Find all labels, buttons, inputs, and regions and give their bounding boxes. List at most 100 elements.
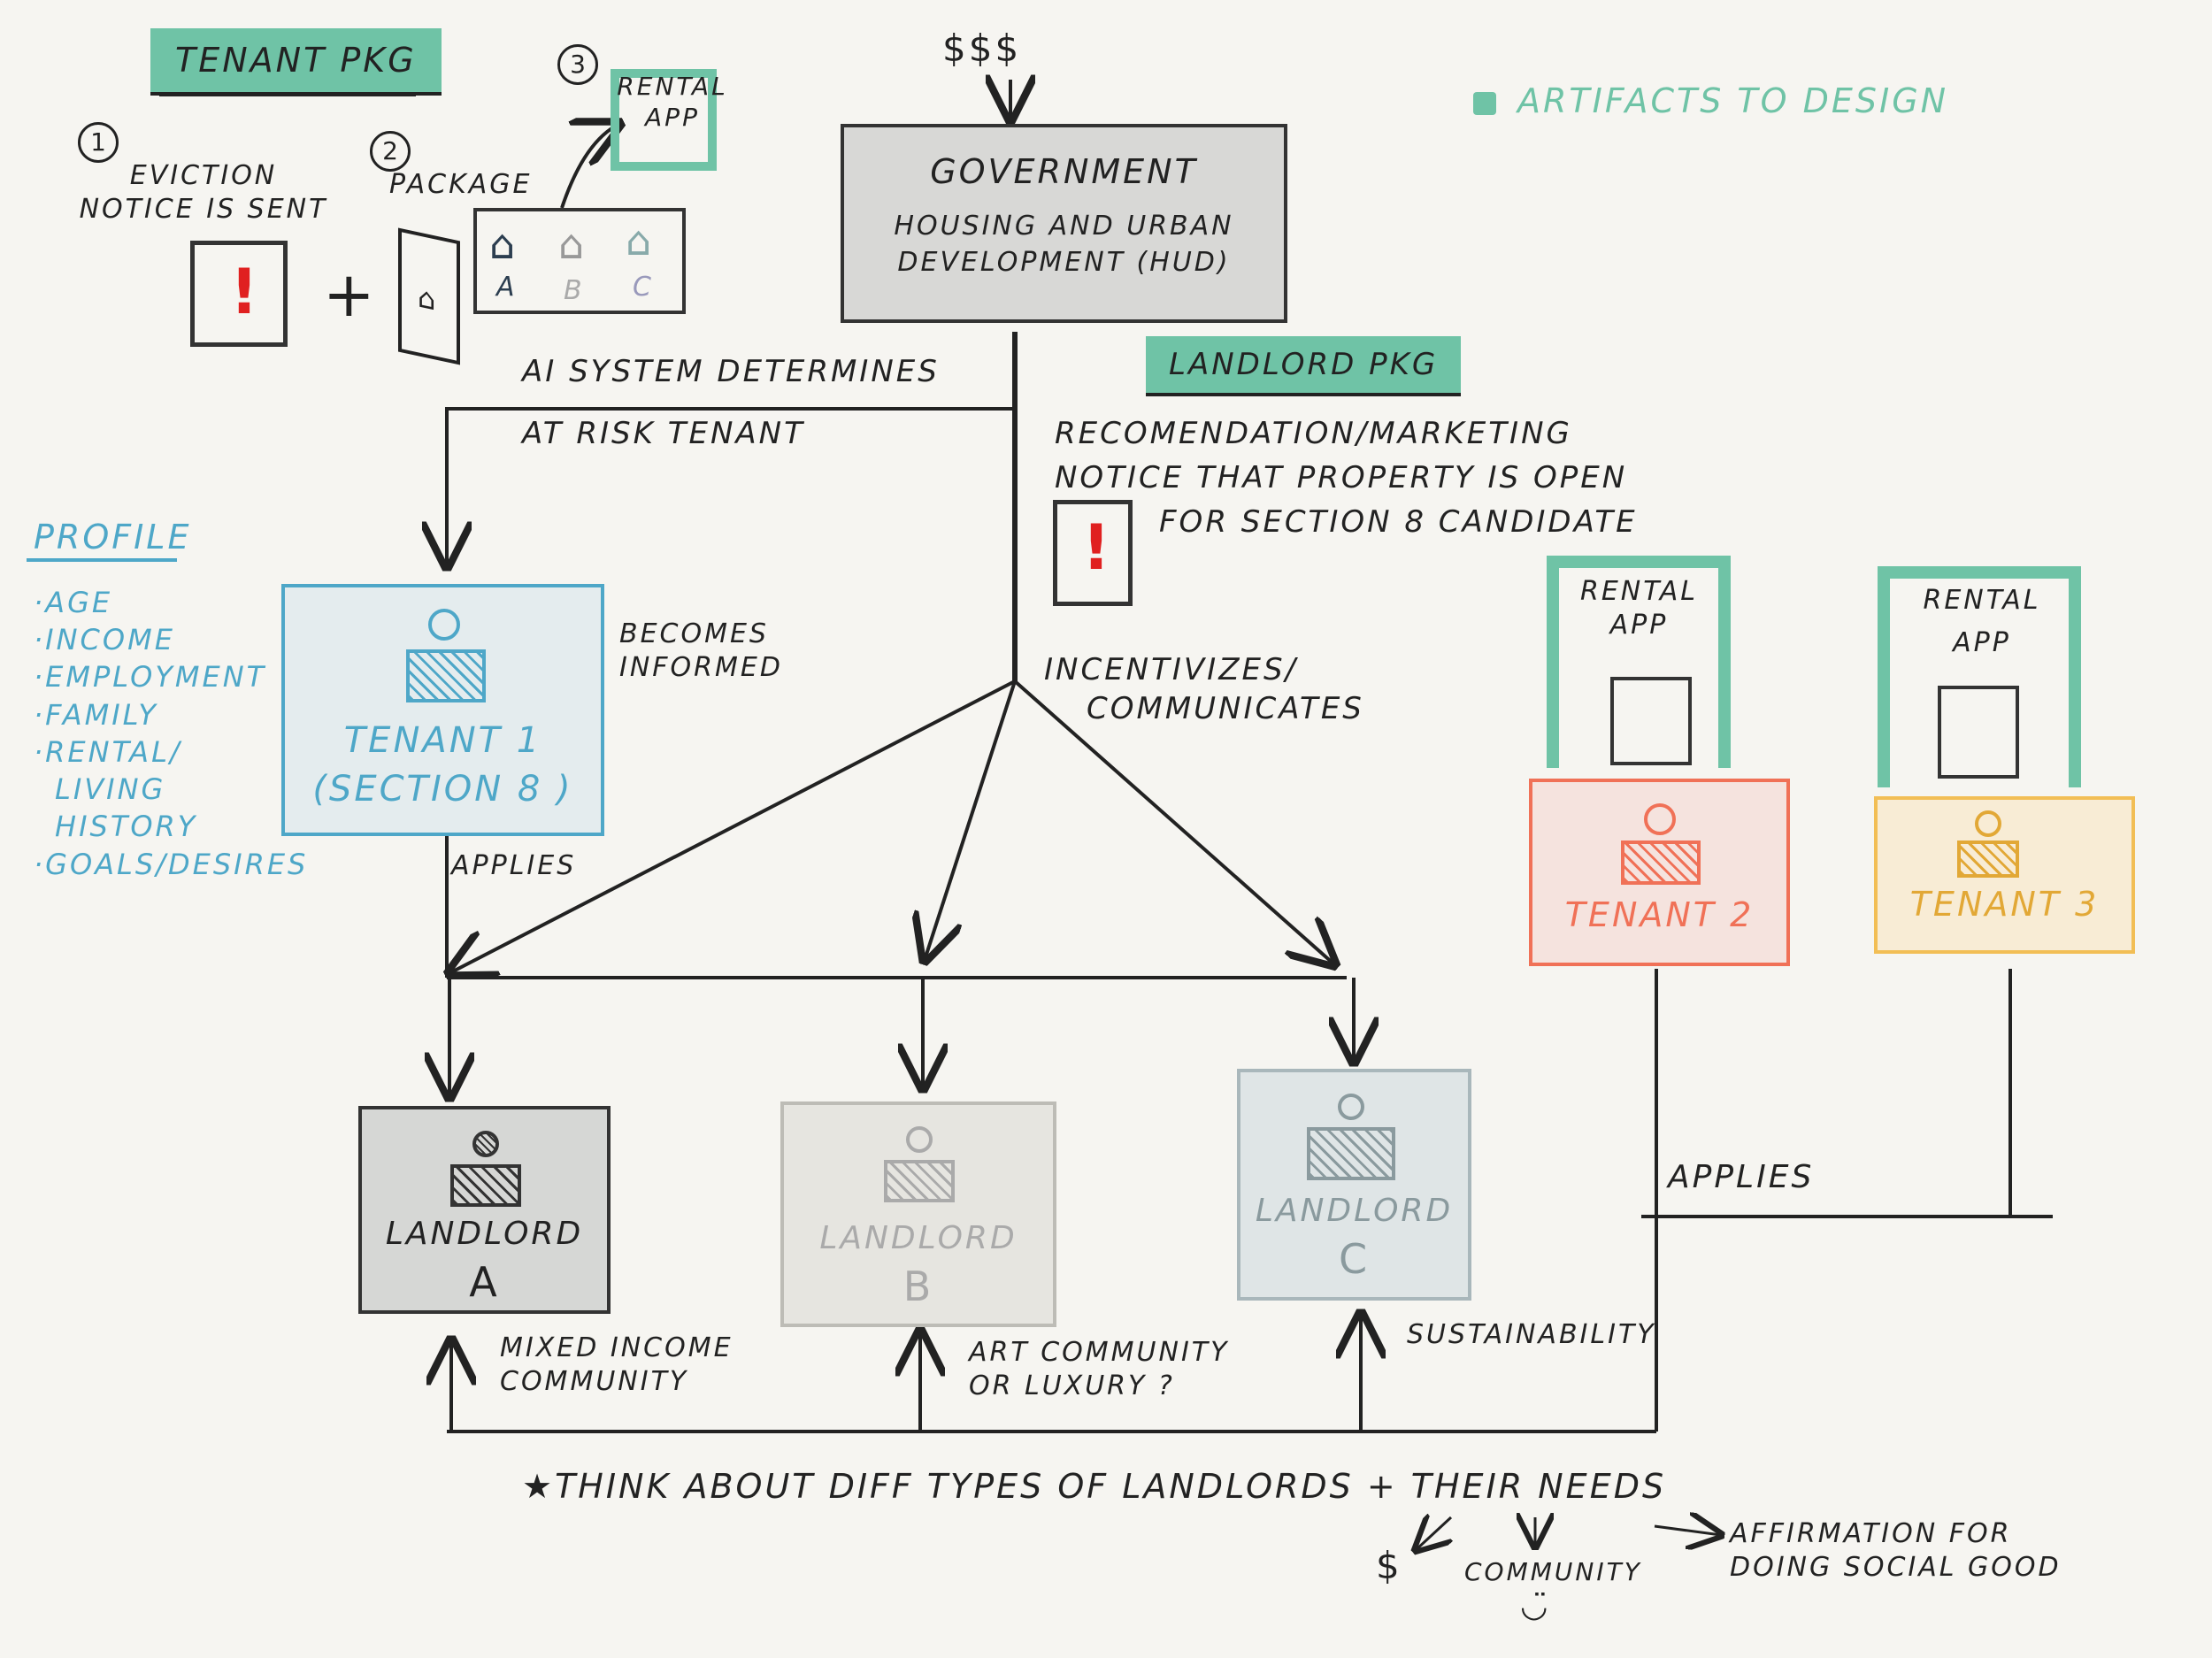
tenant2-title: TENANT 2 [1564,895,1755,934]
profile-list: ·AGE ·INCOME ·EMPLOYMENT ·FAMILY ·RENTAL… [34,584,308,883]
rental-app-artifact-frame [611,69,717,171]
eviction-label-line2: NOTICE IS SENT [79,193,328,225]
landlord-pkg-title: LANDLORD PKG [1169,347,1439,382]
profile-item: ·INCOME [34,623,175,657]
package-label: PACKAGE [389,169,533,200]
profile-item: ·EMPLOYMENT [34,660,267,695]
becomes-informed-label: BECOMES INFORMED [619,618,783,684]
person-body-icon [450,1164,521,1207]
house-outline-icon: ⌂ [418,280,436,318]
house-b-icon: ⌂ [558,220,585,268]
person-body-icon [406,649,486,702]
rental-app-step3-line2: APP [645,103,700,132]
government-box: GOVERNMENT HOUSING AND URBAN DEVELOPMENT… [841,124,1287,323]
landlord-c-needs: SUSTAINABILITY [1407,1319,1656,1350]
landlord-a-letter: A [469,1258,500,1306]
money-label: $$$ [942,27,1022,70]
landlord-b-letter: B [902,1263,934,1310]
landlord-pkg-line2: NOTICE THAT PROPERTY IS OPEN [1055,460,1628,495]
fan-right [1013,679,1334,964]
package-options-box: ⌂ ⌂ ⌂ A B C [473,208,686,314]
tenants-applies-label: APPLIES [1668,1159,1815,1195]
landlord-a-box: LANDLORD A [358,1106,611,1314]
need-affirmation-line1: AFFIRMATION FOR [1730,1518,2012,1549]
fan-left [449,679,1016,973]
person-body-icon [1957,841,2019,878]
need-money: $ [1376,1544,1402,1587]
profile-item: ·AGE [34,586,113,619]
alert-icon: ! [1082,511,1110,584]
landlord-b-needs: ART COMMUNITY OR LUXURY ? [969,1336,1229,1402]
tenant1-subtitle: (SECTION 8 ) [312,769,573,810]
profile-item: LIVING [55,772,166,807]
person-body-icon [884,1160,955,1202]
landlord-a-title: LANDLORD [385,1216,584,1252]
incentivizes-line2: COMMUNICATES [1087,691,1364,727]
rental-app-step3-label: RENTAL APP [602,71,743,133]
person-head-icon [1975,810,2001,837]
eviction-label-line1: EVICTION [129,160,278,191]
landlord-a-needs-line1: MIXED INCOME [500,1332,733,1363]
package-door-icon: ⌂ [398,227,460,365]
landlord-a-needs-line2: COMMUNITY [500,1365,689,1397]
arrow-to-money [1416,1517,1451,1550]
person-body-icon [1307,1127,1395,1180]
ai-branch [447,407,1015,566]
government-line2: HOUSING AND URBAN [894,211,1234,242]
government-line3: DEVELOPMENT (HUD) [897,247,1231,278]
landlord-pkg-tag: LANDLORD PKG [1146,336,1462,396]
artifacts-legend-label: ARTIFACTS TO DESIGN [1517,81,1949,120]
rental-app-3-form-icon [1938,686,2019,779]
profile-item: ·GOALS/DESIRES [34,847,309,881]
rental-app-step3-line1: RENTAL [617,72,728,101]
profile-item: ·RENTAL/ [34,734,182,769]
step-three-number: 3 [557,44,598,85]
rental-app-3-line2: APP [1953,626,2011,658]
person-head-icon [1644,803,1676,835]
person-head-icon [428,609,460,641]
landlord-a-needs: MIXED INCOME COMMUNITY [500,1332,733,1398]
need-affirmation-line2: DOING SOCIAL GOOD [1730,1551,2062,1583]
person-head-icon [472,1131,499,1157]
person-head-icon [1338,1094,1364,1120]
alert-icon: ! [230,256,258,328]
landlord-c-box: LANDLORD C [1237,1069,1471,1301]
tenant1-applies-label: APPLIES [451,850,577,881]
landlord-pkg-line3: FOR SECTION 8 CANDIDATE [1159,504,1638,540]
rental-app-2-artifact-frame [1547,556,1731,768]
landlord-b-box: LANDLORD B [780,1101,1056,1327]
landlord-b-needs-line1: ART COMMUNITY [969,1337,1230,1368]
tenant1-title: TENANT 1 [343,720,542,761]
tenant3-title: TENANT 3 [1909,885,2100,924]
artifacts-legend-swatch [1473,92,1496,115]
need-community: COMMUNITY [1464,1557,1642,1586]
option-b: B [564,275,585,306]
landlord-pkg-line1: RECOMENDATION/MARKETING [1055,416,1572,451]
incentivizes-label: INCENTIVIZES/ COMMUNICATES [1044,650,1364,728]
profile-title: PROFILE [34,518,192,557]
incentivizes-line1: INCENTIVIZES/ [1044,652,1299,687]
ai-system-line1: AI SYSTEM DETERMINES [522,354,940,389]
government-title: GOVERNMENT [930,152,1198,191]
plus-sign: + [323,258,375,331]
landlord-notice-icon: ! [1053,500,1133,606]
smile-icon: ◡̈ [1520,1588,1548,1624]
landlord-b-needs-line2: OR LUXURY ? [969,1370,1175,1401]
landlord-c-letter: C [1338,1235,1371,1283]
tenant1-box: TENANT 1 (SECTION 8 ) [281,584,604,836]
rental-app-2-line1: RENTAL [1579,576,1699,607]
becomes-informed-line1: BECOMES [619,618,769,649]
step-one-number: 1 [78,122,119,163]
profile-item: HISTORY [55,810,198,844]
eviction-notice-label: EVICTION NOTICE IS SENT [71,159,336,226]
landlord-c-title: LANDLORD [1255,1193,1454,1229]
rental-app-2-line2: APP [1609,609,1669,641]
tenant-pkg-title: TENANT PKG [175,41,417,80]
rental-app-2-label: RENTAL APP [1557,575,1721,641]
fan-mid [925,680,1017,960]
option-c: C [633,272,654,303]
rental-app-3-label: RENTAL APP [1893,584,2070,659]
person-head-icon [906,1126,933,1153]
rental-app-3-artifact-frame [1878,566,2081,787]
tenant-pkg-tag: TENANT PKG [150,28,442,96]
